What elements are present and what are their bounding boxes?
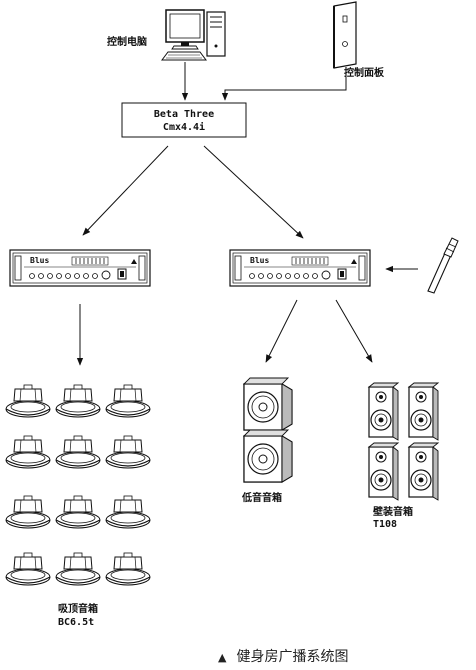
subwoofer-speaker-icon [243,377,293,431]
ceiling-speaker-model: BC6.5t [58,617,95,628]
ceiling-speaker-icon [5,384,51,418]
ceiling-speaker-icon [105,495,151,529]
wall-speaker-label: 壁装音箱 [373,507,413,518]
ceiling-speaker-group [5,384,151,586]
wall-speaker-icon [368,442,399,501]
panel-label: 控制面板 [344,68,384,79]
ceiling-speaker-icon [55,435,101,469]
caption-text: 健身房广播系统图 [236,649,349,665]
controller-box [121,102,247,138]
ceiling-speaker-icon [105,552,151,586]
ceiling-speaker-icon [5,495,51,529]
left-amp-brand: Blus [30,256,50,265]
subwoofer-label: 低音音箱 [242,493,282,504]
wall-control-panel-icon [333,1,357,69]
arrow-controller-to-left-amp [82,145,169,236]
wall-speaker-group [368,382,439,501]
ceiling-speaker-icon [105,435,151,469]
ceiling-speaker-icon [55,495,101,529]
ceiling-speaker-icon [55,384,101,418]
subwoofer-speaker-icon [243,429,293,483]
arrow-right-amp-to-subwoofers [265,299,298,363]
ceiling-speaker-icon [55,552,101,586]
ceiling-speaker-icon [5,435,51,469]
ceiling-speaker-icon [105,384,151,418]
right-amp-brand: Blus [250,256,270,265]
arrow-controller-to-right-amp [203,145,304,239]
controller-label-line2: Cmx4.4i [162,122,206,133]
caption-marker: ▲ [218,651,227,664]
wall-speaker-model: T108 [373,519,398,530]
arrow-panel-to-controller [221,68,347,101]
wall-speaker-icon [408,442,439,501]
subwoofer-speaker-group [243,377,293,483]
wireless-microphone-icon [427,237,459,294]
figure-caption: ▲ 健身房广播系统图 [218,646,348,666]
wall-speaker-icon [408,382,439,441]
ceiling-speaker-icon [5,552,51,586]
arrow-right-amp-to-wall-speakers [335,299,373,363]
wall-speaker-icon [368,382,399,441]
computer-label: 控制电脑 [107,37,147,48]
desktop-computer-icon [161,9,226,61]
controller-label-line1: Beta Three [153,109,215,120]
ceiling-speaker-label: 吸顶音箱 [58,604,98,615]
